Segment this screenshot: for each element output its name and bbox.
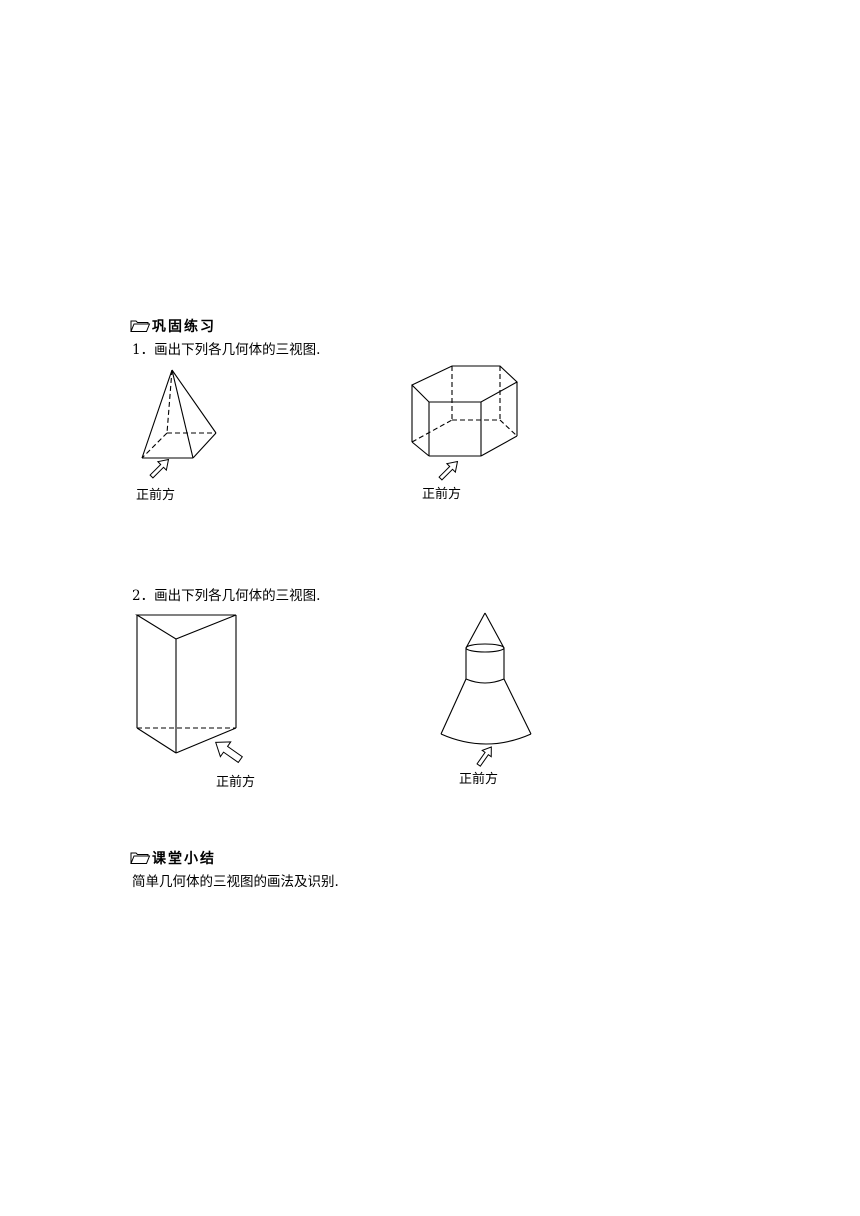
folder-icon	[130, 852, 151, 864]
hexagonal-prism-figure	[411, 365, 518, 481]
caption-square-pyramid: 正前方	[136, 488, 176, 503]
problem-1-text: 1．画出下列各几何体的三视图.	[132, 342, 321, 358]
view-direction-arrow-icon	[476, 746, 492, 767]
view-direction-arrow-icon	[149, 458, 170, 479]
caption-triangular-prism: 正前方	[216, 775, 256, 790]
caption-cone-cylinder-frustum: 正前方	[459, 772, 499, 787]
problem-2-text: 2．画出下列各几何体的三视图.	[132, 588, 321, 604]
folder-icon	[130, 320, 151, 332]
summary-title-text: 课堂小结	[152, 851, 216, 867]
square-pyramid-figure	[141, 369, 217, 479]
practice-title-text: 巩固练习	[152, 319, 216, 335]
practice-section-title: 巩固练习	[130, 316, 216, 336]
triangular-prism-figure	[135, 614, 243, 764]
summary-text: 简单几何体的三视图的画法及识别.	[132, 874, 339, 890]
cone-cylinder-frustum-figure	[440, 612, 532, 767]
view-direction-arrow-icon	[215, 741, 243, 764]
view-direction-arrow-icon	[438, 460, 459, 481]
caption-hexagonal-prism: 正前方	[422, 487, 462, 502]
summary-section-title: 课堂小结	[130, 848, 216, 868]
